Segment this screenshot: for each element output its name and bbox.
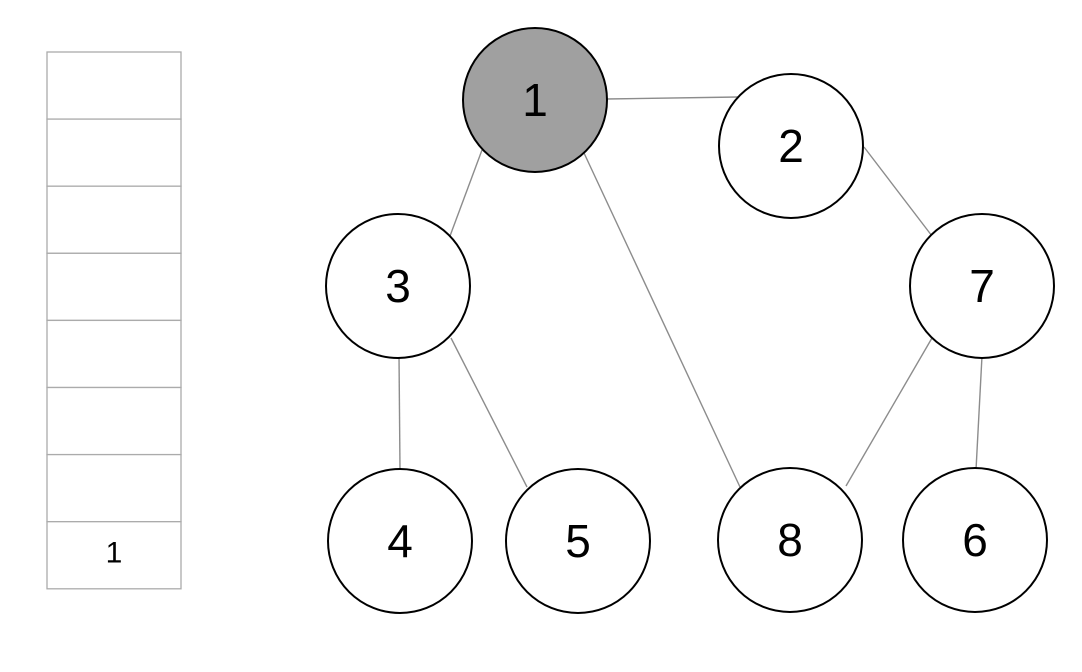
node-label-8: 8 [777,514,803,566]
edge-7-6 [975,355,983,471]
node-circle-6[interactable] [902,467,1048,613]
node-label-3: 3 [385,260,411,312]
node-3[interactable]: 3 [325,213,471,359]
edge-3-4 [398,354,401,471]
stack-cell-2 [46,118,182,187]
edge-1-8 [583,152,741,488]
node-circle-4[interactable] [327,468,473,614]
stack-cell-1 [46,51,182,120]
stack: 1 [46,51,182,590]
stack-cell-5 [46,319,182,389]
stack-cell-value-8: 1 [106,536,123,569]
stack-cell-3 [46,185,182,254]
node-label-1: 1 [522,74,548,126]
node-5[interactable]: 5 [505,468,651,614]
edge-1-3 [449,149,483,237]
node-circle-7[interactable] [909,213,1055,359]
node-6[interactable]: 6 [902,467,1048,613]
node-label-6: 6 [962,514,988,566]
stack-cell-6 [46,386,182,456]
edge-3-5 [450,337,528,488]
node-circle-2[interactable] [718,73,864,219]
node-4[interactable]: 4 [327,468,473,614]
node-circle-3[interactable] [325,213,471,359]
node-1[interactable]: 1 [462,27,608,173]
node-label-2: 2 [778,120,804,172]
edges [398,96,983,488]
node-2[interactable]: 2 [718,73,864,219]
edge-7-8 [845,337,933,487]
node-7[interactable]: 7 [909,213,1055,359]
node-circle-8[interactable] [717,467,863,613]
node-label-7: 7 [969,260,995,312]
stack-cell-4 [46,252,182,322]
node-circle-1[interactable] [462,27,608,173]
node-circle-5[interactable] [505,468,651,614]
stack-cell-7 [46,453,182,523]
edge-1-2 [605,96,739,100]
node-label-5: 5 [565,515,591,567]
node-label-4: 4 [387,515,413,567]
stack-cell-8 [46,521,182,590]
node-8[interactable]: 8 [717,467,863,613]
nodes: 1 2 3 4 5 6 7 8 [325,27,1055,614]
edge-2-7 [863,146,933,237]
